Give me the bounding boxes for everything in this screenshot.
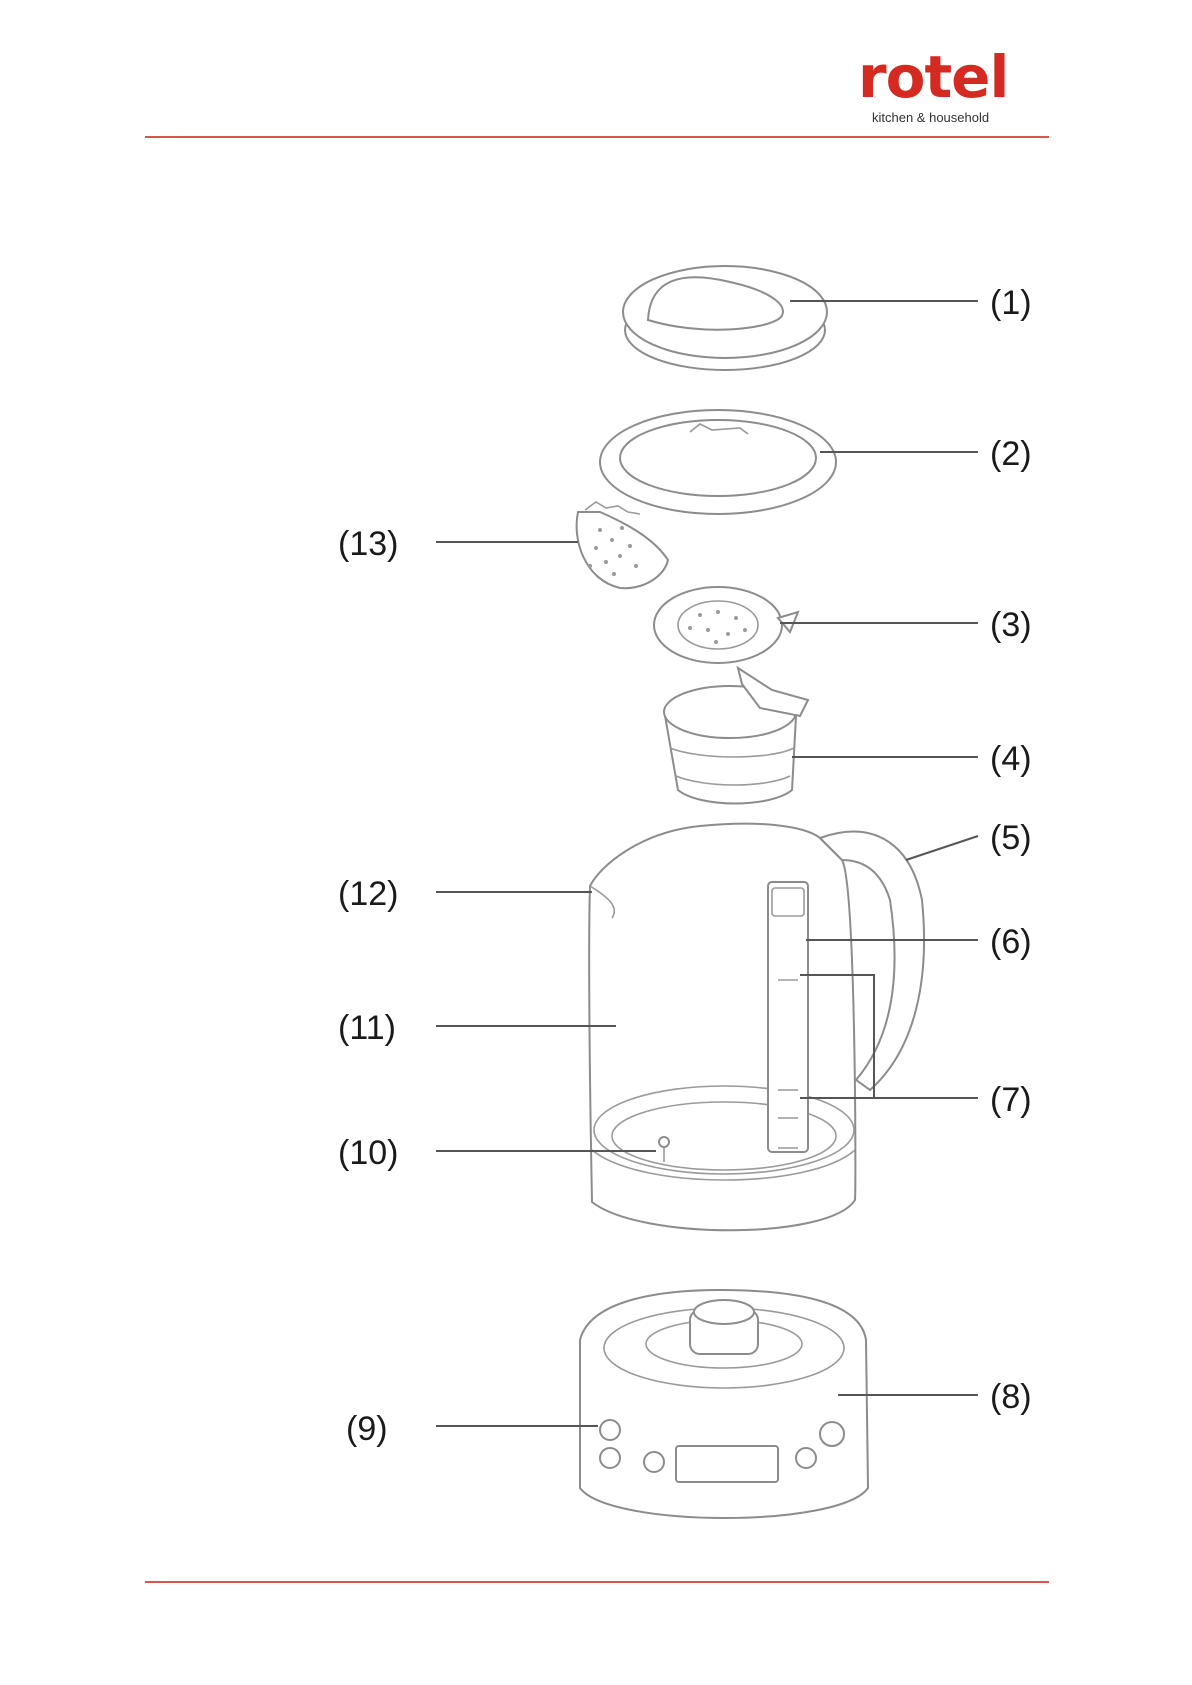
label-4: (4) [990,740,1032,778]
label-9: (9) [346,1410,388,1448]
lid-part [623,266,827,370]
label-7: (7) [990,1081,1032,1119]
label-8: (8) [990,1378,1032,1416]
lid-ring-part [600,410,836,514]
label-2: (2) [990,435,1032,473]
kettle-base-part [580,1290,868,1518]
infuser-basket-part [664,668,808,804]
infuser-cover-part [654,587,798,663]
label-5: (5) [990,819,1032,857]
label-10: (10) [338,1134,398,1172]
label-13: (13) [338,525,398,563]
label-3: (3) [990,606,1032,644]
label-6: (6) [990,923,1032,961]
label-1: (1) [990,284,1032,322]
label-11: (11) [338,1009,396,1047]
spout-filter-part [577,502,668,588]
label-12: (12) [338,875,398,913]
